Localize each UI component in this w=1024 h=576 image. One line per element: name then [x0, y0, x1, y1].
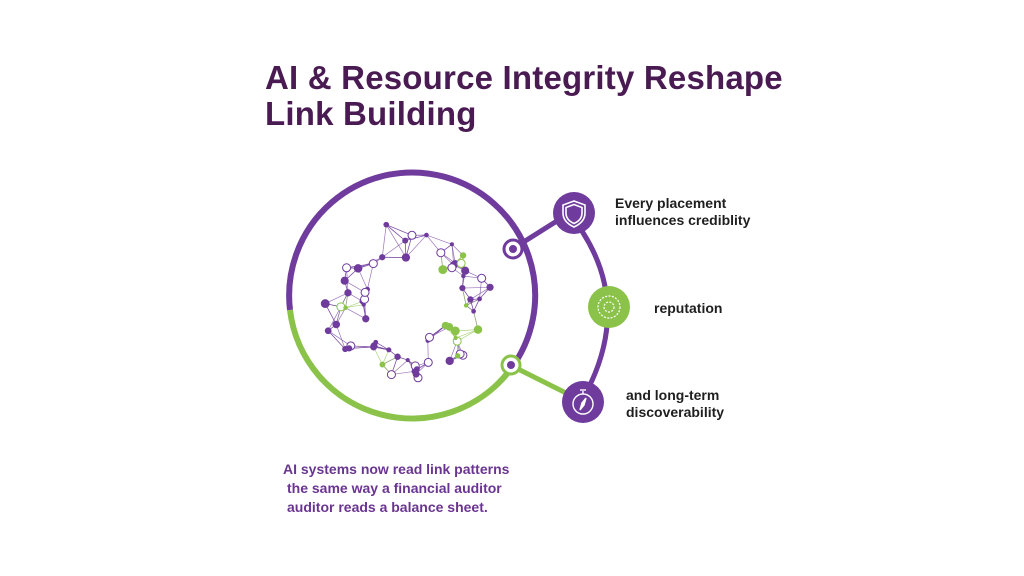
network-node: [486, 283, 494, 291]
network-node: [445, 323, 454, 331]
network-node: [340, 276, 349, 285]
network-node: [477, 296, 482, 302]
network-node: [445, 356, 454, 366]
network-edge: [386, 224, 406, 241]
network-node: [459, 252, 467, 259]
item-label-line: reputation: [654, 300, 723, 316]
item-label-reputation: reputation: [654, 300, 722, 317]
network-node: [454, 353, 461, 359]
network-node: [447, 263, 457, 273]
network-edge: [327, 330, 346, 350]
caption-line-3: auditor reads a balance sheet.: [287, 499, 488, 515]
network-graph: [320, 221, 494, 383]
network-edge: [426, 234, 453, 245]
network-edge: [327, 330, 352, 347]
network-edge: [465, 298, 480, 306]
network-edge: [385, 224, 407, 258]
compass-icon: [572, 389, 594, 415]
network-node: [353, 264, 363, 273]
outer-ring-green-arc: [287, 309, 513, 422]
network-node: [461, 266, 470, 275]
network-edge: [405, 234, 427, 241]
network-edge: [405, 234, 427, 258]
network-node: [405, 358, 410, 363]
network-node: [477, 273, 487, 283]
item-label-line: influences crediblity: [615, 212, 751, 228]
network-node: [424, 332, 434, 342]
network-node: [383, 221, 390, 228]
network-node: [379, 361, 386, 368]
network-node: [449, 242, 454, 247]
network-node: [456, 258, 466, 268]
network-node: [459, 284, 466, 292]
caption: AI systems now read link patterns the sa…: [283, 460, 509, 517]
network-node: [324, 327, 332, 335]
network-node: [436, 248, 446, 258]
network-node: [320, 299, 330, 308]
shield-icon: [562, 200, 586, 228]
network-node: [463, 303, 469, 308]
network-node: [386, 370, 396, 380]
title-line-2: Link Building: [265, 95, 477, 132]
network-edge: [335, 324, 346, 350]
network-node: [402, 237, 409, 244]
network-node: [413, 366, 420, 373]
network-node: [461, 273, 466, 279]
shield-badge: [553, 192, 595, 234]
item-label-credibility: Every placement influences crediblity: [615, 195, 750, 229]
network-node: [368, 259, 378, 269]
network-node: [401, 253, 411, 262]
network-edge: [386, 224, 413, 236]
network-edge: [462, 286, 491, 289]
network-node: [360, 287, 370, 297]
gear-badge: [588, 286, 630, 328]
network-node: [332, 320, 341, 329]
junction-node-bottom: [500, 354, 522, 376]
network-node: [407, 230, 417, 240]
network-edge: [327, 306, 342, 331]
network-node: [342, 263, 352, 273]
network-node: [471, 308, 476, 314]
network-node: [423, 357, 433, 367]
item-label-line: and long-term: [626, 387, 720, 403]
compass-badge: [562, 381, 604, 423]
network-node: [362, 315, 370, 323]
caption-line-1: AI systems now read link patterns: [283, 461, 510, 477]
network-node: [394, 353, 401, 360]
network-node: [453, 335, 458, 341]
network-node: [343, 305, 348, 311]
network-node: [342, 346, 349, 353]
item-label-line: discoverability: [626, 404, 725, 420]
network-node: [386, 347, 392, 353]
network-node: [438, 265, 448, 275]
network-edge: [381, 224, 387, 258]
title-line-1: AI & Resource Integrity Reshape: [265, 59, 783, 96]
outer-ring-purple-arc: [286, 169, 539, 372]
gear-icon: [597, 295, 621, 319]
network-node: [344, 289, 352, 297]
page-title: AI & Resource Integrity Reshape Link Bui…: [265, 60, 783, 132]
network-edge: [345, 304, 364, 309]
network-edge: [345, 307, 366, 320]
network-node: [450, 326, 460, 336]
network-node: [370, 343, 378, 351]
caption-line-2: the same way a financial auditor: [287, 480, 502, 496]
item-label-discoverability: and long-term discoverability: [626, 387, 724, 421]
junction-node-top: [502, 238, 524, 260]
network-edge: [382, 240, 406, 258]
item-label-line: Every placement: [615, 195, 727, 211]
network-node: [467, 296, 474, 303]
network-node: [379, 254, 386, 261]
network-node: [424, 232, 429, 238]
network-node: [473, 325, 483, 334]
